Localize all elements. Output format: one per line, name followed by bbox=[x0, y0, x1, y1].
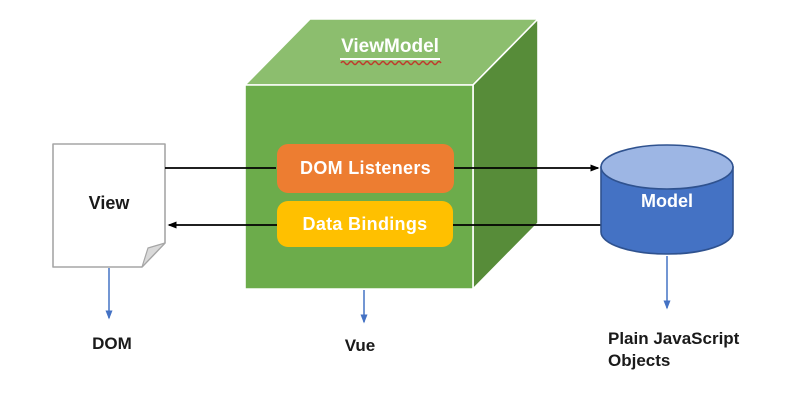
viewmodel-title-wrap: ViewModel bbox=[300, 36, 480, 60]
caption-plain-javascript-objects: Plain JavaScript Objects bbox=[608, 329, 740, 371]
view-label: View bbox=[88, 192, 130, 213]
spellcheck-squiggle bbox=[340, 60, 442, 66]
data-bindings-label: Data Bindings bbox=[302, 213, 428, 234]
viewmodel-title: ViewModel bbox=[340, 36, 440, 60]
model-cylinder-top bbox=[600, 144, 734, 190]
view-document-folded-corner bbox=[141, 242, 166, 268]
dom-listeners-label: DOM Listeners bbox=[300, 158, 431, 178]
model-label: Model bbox=[641, 190, 693, 211]
data-bindings-box bbox=[277, 201, 453, 247]
caption-vue: Vue bbox=[344, 336, 376, 355]
caption-dom: DOM bbox=[92, 334, 132, 353]
dom-listeners-box bbox=[277, 144, 454, 193]
model-cylinder-body bbox=[600, 166, 734, 255]
